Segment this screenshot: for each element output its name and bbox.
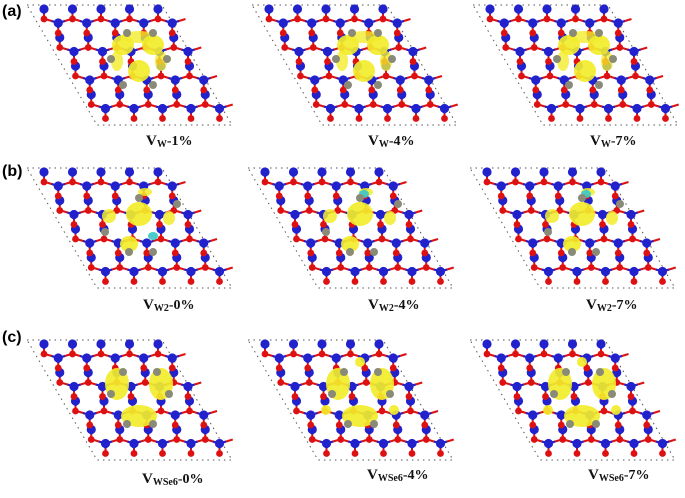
- lattice-panel-c1: [27, 338, 255, 498]
- caption-b2: VW2-4%: [368, 297, 420, 314]
- lattice-panel-b3: [470, 166, 685, 326]
- caption-c2: VWSe6-4%: [367, 467, 429, 484]
- lattice-panel-b2: [248, 166, 476, 326]
- caption-b3: VW2-7%: [586, 297, 638, 314]
- lattice-panel-a3: [473, 3, 685, 163]
- caption-a3: VW-7%: [590, 133, 637, 150]
- lattice-panel-c2: [248, 338, 476, 498]
- caption-c1: VWSe6-0%: [142, 471, 204, 488]
- row-label-b: (b): [2, 163, 23, 180]
- lattice-panel-a1: [27, 3, 255, 163]
- caption-a1: VW-1%: [146, 133, 193, 150]
- lattice-panel-b1: [27, 166, 255, 326]
- lattice-panel-a2: [252, 3, 480, 163]
- caption-c3: VWSe6-7%: [588, 467, 650, 484]
- row-label-c: (c): [2, 329, 22, 346]
- caption-b1: VW2-0%: [143, 297, 195, 314]
- lattice-panel-c3: [470, 338, 685, 498]
- caption-a2: VW-4%: [368, 133, 415, 150]
- row-label-a: (a): [2, 3, 22, 20]
